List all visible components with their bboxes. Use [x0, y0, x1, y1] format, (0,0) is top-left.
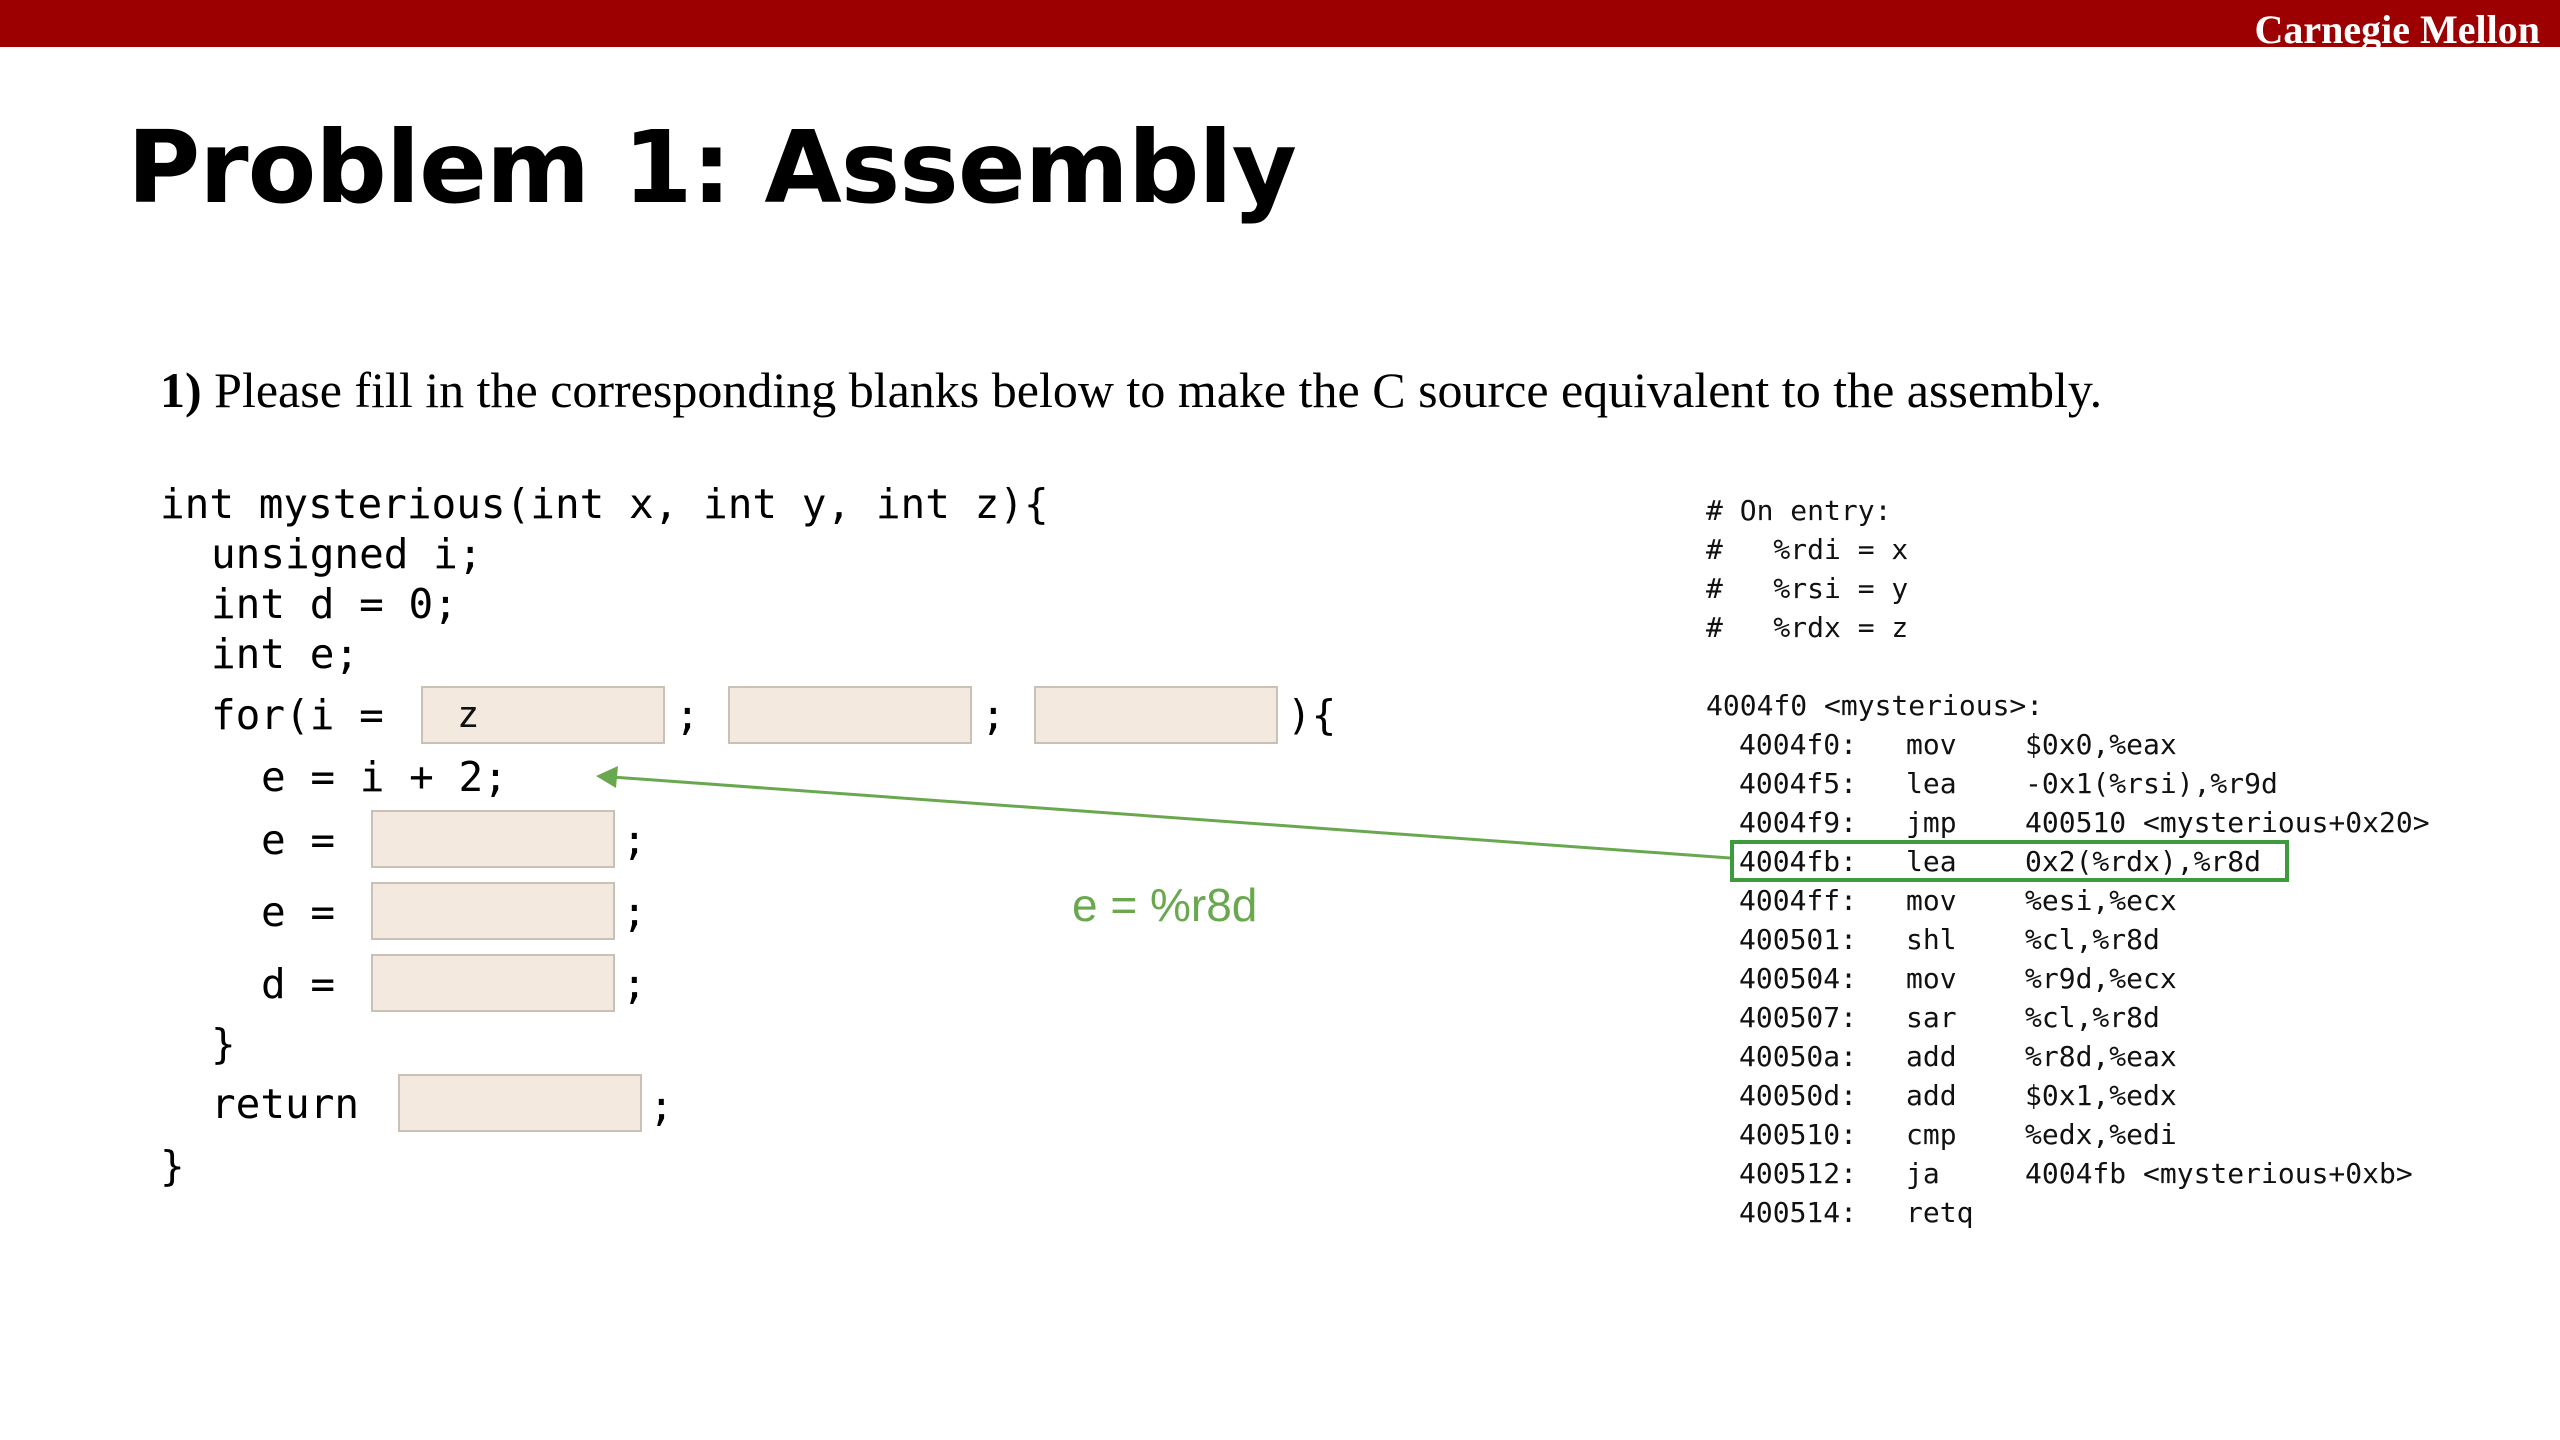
asm-line: 4004f5: lea -0x1(%rsi),%r9d [1739, 764, 2278, 803]
asm-opcode: cmp [1906, 1118, 1957, 1151]
asm-comment: # On entry: [1706, 494, 1892, 527]
blank-for-init[interactable]: z [421, 686, 665, 744]
blank-for-update[interactable] [1034, 686, 1278, 744]
asm-address: 400501: [1739, 923, 1858, 956]
asm-line: 4004f0: mov $0x0,%eax [1739, 725, 2177, 764]
asm-address: 4004f0: [1739, 728, 1858, 761]
annotation-label: e = %r8d [1072, 879, 1258, 931]
slide-title: Problem 1: Assembly [127, 109, 1297, 226]
asm-comment: # %rdx = z [1706, 611, 1909, 644]
asm-opcode: lea [1906, 845, 1957, 878]
blank-for-condition[interactable] [728, 686, 972, 744]
code-return-keyword: return [211, 1080, 360, 1128]
asm-opcode: add [1906, 1079, 1957, 1112]
code-e-assign-label: e = [261, 888, 336, 936]
asm-address: 400510: [1739, 1118, 1858, 1151]
problem-prompt: 1) Please fill in the corresponding blan… [160, 360, 2102, 420]
code-close-loop: } [211, 1020, 236, 1068]
code-semicolon: ; [649, 1082, 674, 1130]
asm-highlight-box [1730, 840, 2289, 882]
blank-return-value[interactable] [398, 1074, 642, 1132]
code-d-assign-label: d = [261, 960, 336, 1008]
asm-line: 400514: retq [1739, 1193, 2025, 1232]
asm-opcode: jmp [1906, 806, 1957, 839]
asm-operands: $0x1,%edx [2025, 1079, 2177, 1112]
asm-opcode: sar [1906, 1001, 1957, 1034]
code-line-unsigned: unsigned i; [211, 530, 483, 578]
asm-address: 4004f5: [1739, 767, 1858, 800]
asm-address: 4004ff: [1739, 884, 1858, 917]
asm-operands: 0x2(%rdx),%r8d [2025, 845, 2262, 878]
arrow-line [611, 775, 1731, 860]
asm-address: 40050a: [1739, 1040, 1858, 1073]
code-for-suffix: ){ [1287, 691, 1337, 739]
asm-line: 400512: ja 4004fb <mysterious+0xb> [1739, 1154, 2413, 1193]
blank-e-assign-1[interactable] [371, 810, 615, 868]
asm-operands: %edx,%edi [2025, 1118, 2177, 1151]
asm-operands: $0x0,%eax [2025, 728, 2177, 761]
header-bar: Carnegie Mellon [0, 0, 2560, 52]
blank-d-assign[interactable] [371, 954, 615, 1012]
blank-e-assign-2[interactable] [371, 882, 615, 940]
asm-line: 4004f9: jmp 400510 <mysterious+0x20> [1739, 803, 2430, 842]
asm-operands: 4004fb <mysterious+0xb> [2025, 1157, 2413, 1190]
asm-address: 400507: [1739, 1001, 1858, 1034]
asm-operands: %r8d,%eax [2025, 1040, 2177, 1073]
code-semicolon: ; [981, 691, 1006, 739]
asm-opcode: retq [1906, 1196, 1974, 1229]
asm-line: 4004ff: mov %esi,%ecx [1739, 881, 2177, 920]
code-line-e-decl: int e; [211, 630, 360, 678]
asm-line: 400507: sar %cl,%r8d [1739, 998, 2160, 1037]
asm-address: 400512: [1739, 1157, 1858, 1190]
code-e-assign-label: e = [261, 816, 336, 864]
prompt-number: 1) [160, 362, 202, 418]
asm-opcode: add [1906, 1040, 1957, 1073]
asm-address: 400514: [1739, 1196, 1858, 1229]
asm-line: 400510: cmp %edx,%edi [1739, 1115, 2177, 1154]
asm-operands: %cl,%r8d [2025, 923, 2160, 956]
asm-operands: %r9d,%ecx [2025, 962, 2177, 995]
asm-opcode: mov [1906, 884, 1957, 917]
asm-function-label: 4004f0 <mysterious>: [1706, 689, 2044, 722]
code-semicolon: ; [622, 816, 647, 864]
asm-comment: # %rsi = y [1706, 572, 1909, 605]
asm-operands: %cl,%r8d [2025, 1001, 2160, 1034]
asm-address: 40050d: [1739, 1079, 1858, 1112]
asm-operands: %esi,%ecx [2025, 884, 2177, 917]
asm-address: 400504: [1739, 962, 1858, 995]
code-semicolon: ; [622, 960, 647, 1008]
asm-line: 40050d: add $0x1,%edx [1739, 1076, 2177, 1115]
asm-address: 4004f9: [1739, 806, 1858, 839]
asm-address: 4004fb: [1739, 845, 1858, 878]
code-close-function: } [160, 1142, 185, 1190]
asm-line: 40050a: add %r8d,%eax [1739, 1037, 2177, 1076]
asm-opcode: lea [1906, 767, 1957, 800]
asm-opcode: mov [1906, 728, 1957, 761]
code-semicolon: ; [675, 691, 700, 739]
asm-line: 4004fb: lea 0x2(%rdx),%r8d [1739, 842, 2261, 881]
code-line-signature: int mysterious(int x, int y, int z){ [160, 480, 1049, 528]
asm-opcode: shl [1906, 923, 1957, 956]
asm-operands: 400510 <mysterious+0x20> [2025, 806, 2430, 839]
brand-name: Carnegie Mellon [2254, 7, 2541, 52]
prompt-text: Please fill in the corresponding blanks … [201, 362, 2103, 418]
asm-opcode: ja [1906, 1157, 1940, 1190]
asm-comment: # %rdi = x [1706, 533, 1909, 566]
arrow-head [596, 766, 618, 788]
asm-line: 400501: shl %cl,%r8d [1739, 920, 2160, 959]
code-for-prefix: for(i = [211, 691, 384, 739]
asm-operands: -0x1(%rsi),%r9d [2025, 767, 2278, 800]
code-line-d-init: int d = 0; [211, 580, 458, 628]
code-line-e-plus: e = i + 2; [261, 753, 508, 801]
asm-opcode: mov [1906, 962, 1957, 995]
code-semicolon: ; [622, 888, 647, 936]
asm-line: 400504: mov %r9d,%ecx [1739, 959, 2177, 998]
